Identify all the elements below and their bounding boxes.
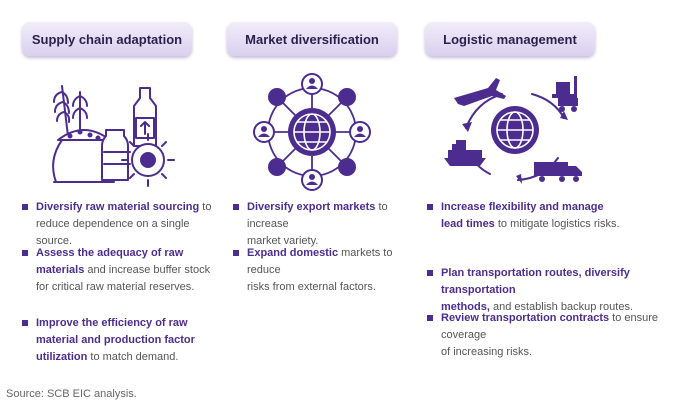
column-title-supply-chain: Supply chain adaptation bbox=[22, 22, 192, 56]
bullet-marker bbox=[427, 204, 433, 210]
bullet-marker bbox=[22, 204, 28, 210]
bullet-marker bbox=[233, 204, 239, 210]
list-item: Review transportation contracts to ensur… bbox=[427, 310, 692, 358]
bullet-marker bbox=[427, 315, 433, 321]
list-item: Diversify raw material sourcing to reduc… bbox=[22, 199, 217, 247]
column-title-logistic: Logistic management bbox=[425, 22, 595, 56]
column-title-market: Market diversification bbox=[227, 22, 397, 56]
bullet-marker bbox=[427, 270, 433, 276]
column-title-text: Supply chain adaptation bbox=[31, 31, 183, 47]
agricultural-goods-icon bbox=[52, 85, 175, 187]
list-item: Diversify export markets to increase mar… bbox=[233, 199, 423, 247]
list-item: Increase flexibility and manage lead tim… bbox=[427, 199, 692, 235]
logistics-cycle-icon bbox=[444, 76, 582, 184]
list-item: Improve the efficiency of raw material a… bbox=[22, 315, 217, 369]
list-item: Assess the adequacy of raw materials and… bbox=[22, 245, 217, 299]
list-item: Expand domestic markets to reduce risks … bbox=[233, 245, 423, 293]
source-note: Source: SCB EIC analysis. bbox=[6, 388, 137, 400]
global-network-icon bbox=[253, 73, 371, 191]
column-title-text: Market diversification bbox=[245, 31, 379, 47]
list-item: Plan transportation routes, diversify tr… bbox=[427, 265, 692, 313]
bullet-marker bbox=[22, 320, 28, 326]
column-title-text: Logistic management bbox=[443, 31, 577, 47]
bullet-marker bbox=[22, 250, 28, 256]
bullet-marker bbox=[233, 250, 239, 256]
